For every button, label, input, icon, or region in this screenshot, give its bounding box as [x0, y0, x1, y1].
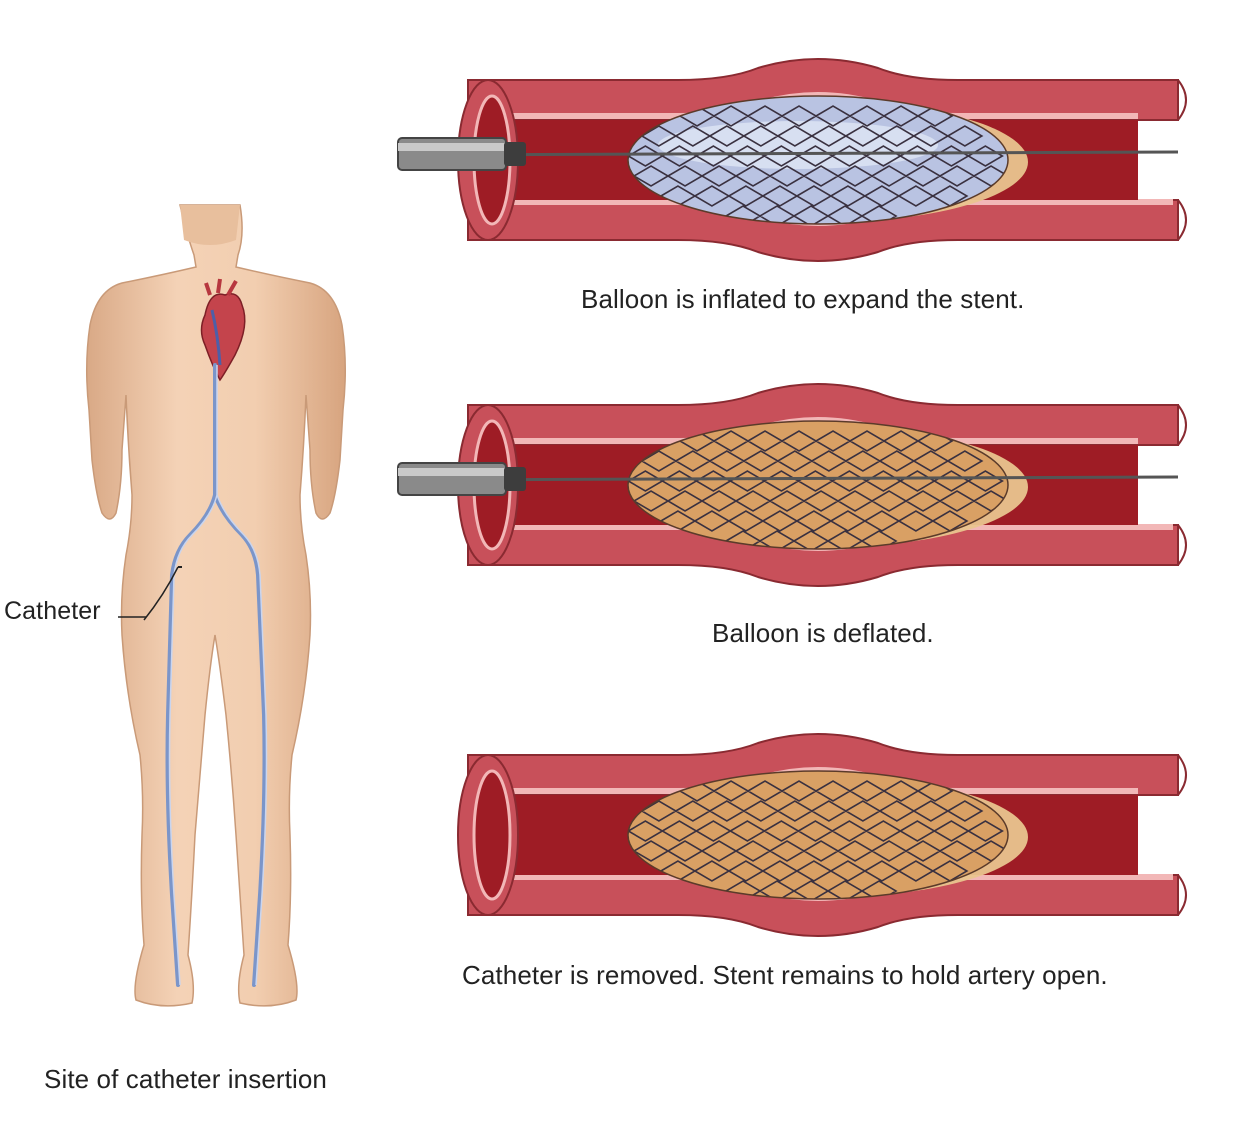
catheter-tube: [397, 137, 507, 171]
catheter-label-leader: [118, 616, 146, 618]
stent-mesh: [628, 780, 1008, 899]
stent-mesh: [628, 105, 1008, 224]
site-label: Site of catheter insertion: [44, 1064, 327, 1094]
step-3-caption: Catheter is removed. Stent remains to ho…: [462, 960, 1108, 990]
catheter-label: Catheter: [4, 597, 101, 625]
artery-inflated-balloon: [397, 58, 1187, 262]
catheter-tip: [504, 467, 526, 491]
body-silhouette: [86, 204, 346, 1007]
guidewire: [397, 150, 1179, 157]
catheter-tip: [504, 142, 526, 166]
neck: [180, 205, 240, 245]
heart-icon: [200, 278, 246, 382]
step-1-caption: Balloon is inflated to expand the stent.: [581, 284, 1025, 314]
blood-vessels: [165, 363, 267, 987]
stent-mesh: [628, 430, 1008, 549]
body-figure: [86, 204, 346, 1007]
artery-stent-only: [457, 733, 1187, 937]
artery-deflated-balloon: [397, 383, 1187, 587]
guidewire: [397, 475, 1179, 482]
catheter-tube: [397, 462, 507, 496]
step-2-caption: Balloon is deflated.: [712, 618, 934, 648]
catheter-leader-line: [143, 566, 179, 621]
